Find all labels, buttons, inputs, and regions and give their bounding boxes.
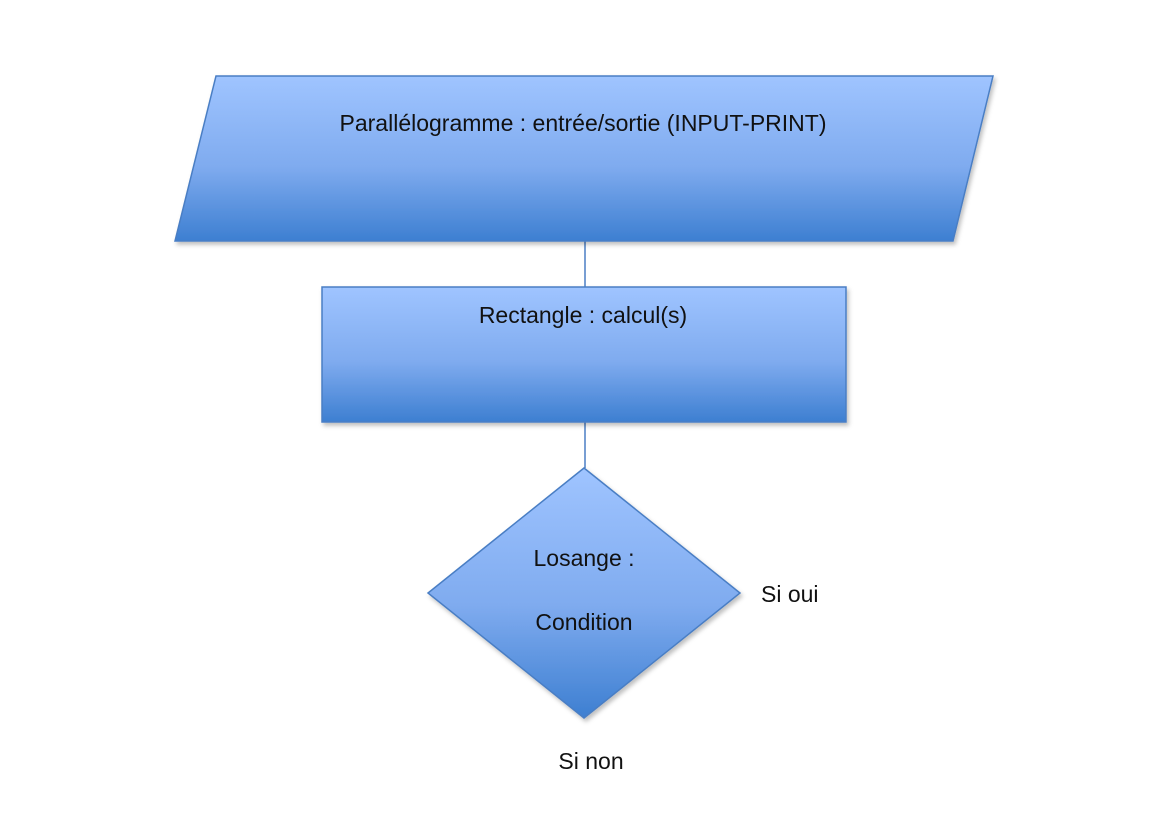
parallelogram-shape[interactable]: [174, 75, 994, 242]
diamond-label-line1: Losange :: [533, 545, 634, 571]
parallelogram-shape-group[interactable]: Parallélogramme : entrée/sortie (INPUT-P…: [174, 75, 994, 242]
parallelogram-label: Parallélogramme : entrée/sortie (INPUT-P…: [340, 110, 827, 136]
rectangle-shape-group[interactable]: Rectangle : calcul(s): [321, 286, 847, 423]
branch-yes-label: Si oui: [761, 581, 819, 607]
rectangle-label: Rectangle : calcul(s): [479, 302, 687, 328]
diamond-shape[interactable]: [426, 467, 742, 719]
rectangle-shape[interactable]: [321, 286, 847, 423]
branch-no-label: Si non: [558, 748, 623, 774]
diamond-shape-group[interactable]: Losange : Condition: [426, 467, 742, 719]
diamond-label-line2: Condition: [535, 609, 632, 635]
